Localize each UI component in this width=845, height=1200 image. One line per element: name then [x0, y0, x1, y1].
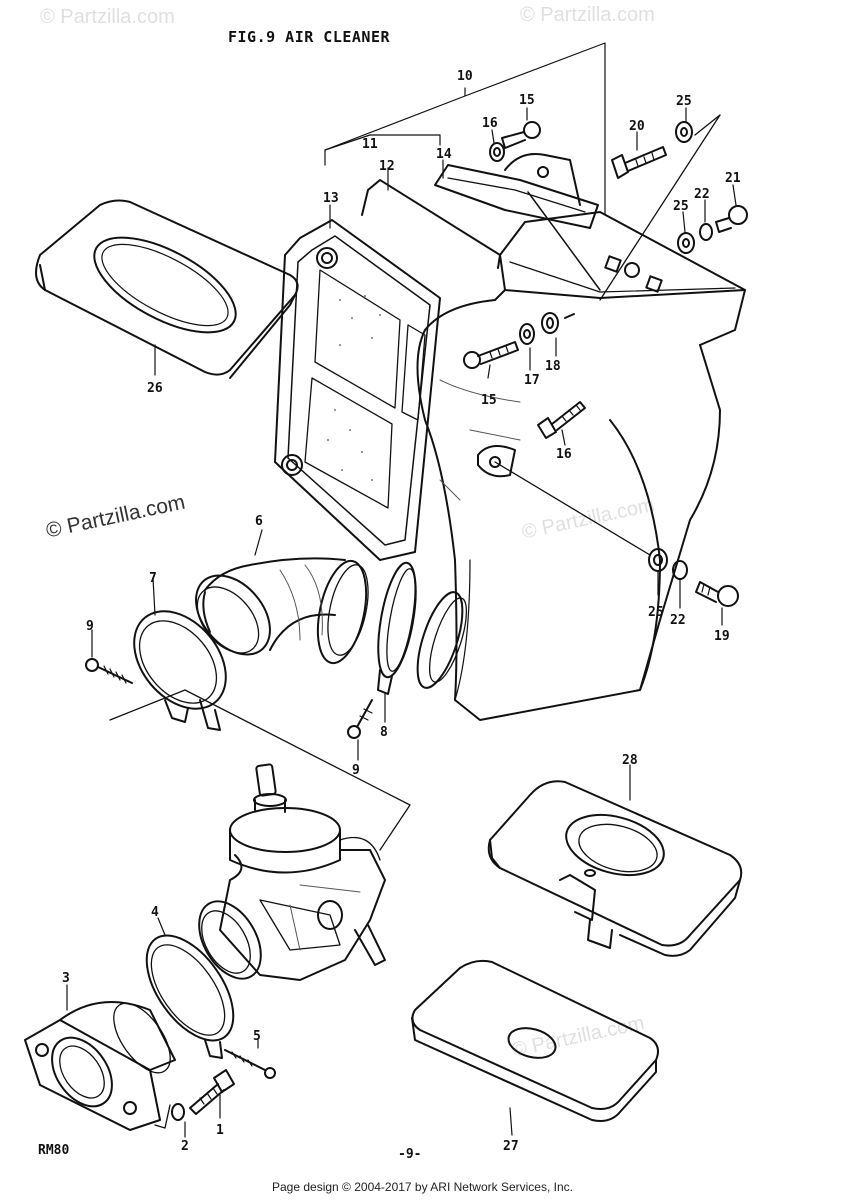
- figure-title: FIG.9 AIR CLEANER: [228, 28, 391, 46]
- callout-18: 16: [556, 447, 572, 462]
- callout-24: 22: [670, 613, 686, 628]
- callout-19: 17: [524, 373, 540, 388]
- screw-23: [715, 205, 748, 233]
- callout-7: 7: [149, 571, 157, 586]
- callout-25: 25: [648, 605, 664, 620]
- lockwasher-24-lower: [672, 560, 688, 580]
- intake-pipe-3: [24, 1001, 176, 1131]
- screw-17: [463, 341, 519, 369]
- leader-line: [694, 114, 721, 136]
- filter-pad-27: [411, 959, 659, 1122]
- callout-13: 13: [323, 191, 339, 206]
- bolt-1: [189, 1069, 235, 1115]
- washer-25-lower: [648, 548, 668, 572]
- washer-2: [171, 1103, 185, 1121]
- callout-16: 16: [482, 116, 498, 131]
- watermark: © Partzilla.com: [520, 4, 655, 26]
- filter-frame-13: [274, 219, 441, 561]
- callout-3: 3: [62, 971, 70, 986]
- cover-14: [434, 153, 601, 291]
- washer-20: [541, 312, 575, 334]
- watermark: © Partzilla.com: [40, 6, 175, 28]
- callout-8: 8: [380, 725, 388, 740]
- callout-27: 27: [503, 1139, 519, 1154]
- washer-19: [519, 323, 535, 345]
- page-number: -9-: [398, 1147, 422, 1162]
- callout-12: 12: [379, 159, 395, 174]
- callout-25: 25: [676, 94, 692, 109]
- callout-28: 28: [622, 753, 638, 768]
- carburetor: [198, 763, 386, 981]
- bolt-22: [611, 146, 667, 179]
- washer-16: [489, 142, 505, 162]
- leader-line: [154, 1104, 171, 1129]
- callout-22: 20: [629, 119, 645, 134]
- callout-23: 21: [725, 171, 741, 186]
- intake-hose-6: [195, 557, 369, 665]
- callout-5: 5: [253, 1029, 261, 1044]
- hose-clamp-right: [377, 561, 417, 695]
- callout-26: 26: [147, 381, 163, 396]
- air-cleaner-case: [416, 211, 746, 721]
- callout-6: 6: [255, 514, 263, 529]
- footer-copyright: Page design © 2004-2017 by ARI Network S…: [271, 1180, 573, 1194]
- callout-15: 15: [519, 93, 535, 108]
- clamp-4: [145, 934, 235, 1059]
- callout-25: 25: [673, 199, 689, 214]
- screw-21: [695, 581, 739, 607]
- callout-1: 1: [216, 1123, 224, 1138]
- lockwasher-24: [699, 223, 713, 241]
- screw-9-lower: [347, 699, 373, 739]
- foam-pad-26: [35, 199, 299, 379]
- callout-2: 2: [181, 1139, 189, 1154]
- bolt-18: [537, 401, 586, 439]
- leader-line: [599, 114, 721, 301]
- leader-line: [494, 461, 651, 556]
- callout-10: 10: [457, 69, 473, 84]
- callout-9: 9: [86, 619, 94, 634]
- callout-4: 4: [151, 905, 159, 920]
- hose-clamp-7: [133, 610, 227, 731]
- filter-pad-28: [487, 780, 743, 957]
- callout-20: 18: [545, 359, 561, 374]
- screw-5: [224, 1049, 276, 1079]
- washer-25-top: [675, 121, 693, 143]
- model-label: RM80: [38, 1143, 70, 1158]
- washer-25-right: [677, 232, 695, 254]
- leader-line: [109, 689, 411, 851]
- callout-17: 15: [481, 393, 497, 408]
- callout-leaders: [66, 42, 737, 1138]
- callout-11: 11: [362, 137, 378, 152]
- filter-element-12: [361, 179, 501, 269]
- callout-24: 22: [694, 187, 710, 202]
- callout-numbers: 10 11 12 13 14 15 16 20 25 21 22 25 15 1…: [62, 69, 741, 1154]
- callout-14: 14: [436, 147, 452, 162]
- callout-21: 19: [714, 629, 730, 644]
- screw-15: [501, 121, 541, 149]
- callout-9: 9: [352, 763, 360, 778]
- screw-9-left: [85, 658, 133, 684]
